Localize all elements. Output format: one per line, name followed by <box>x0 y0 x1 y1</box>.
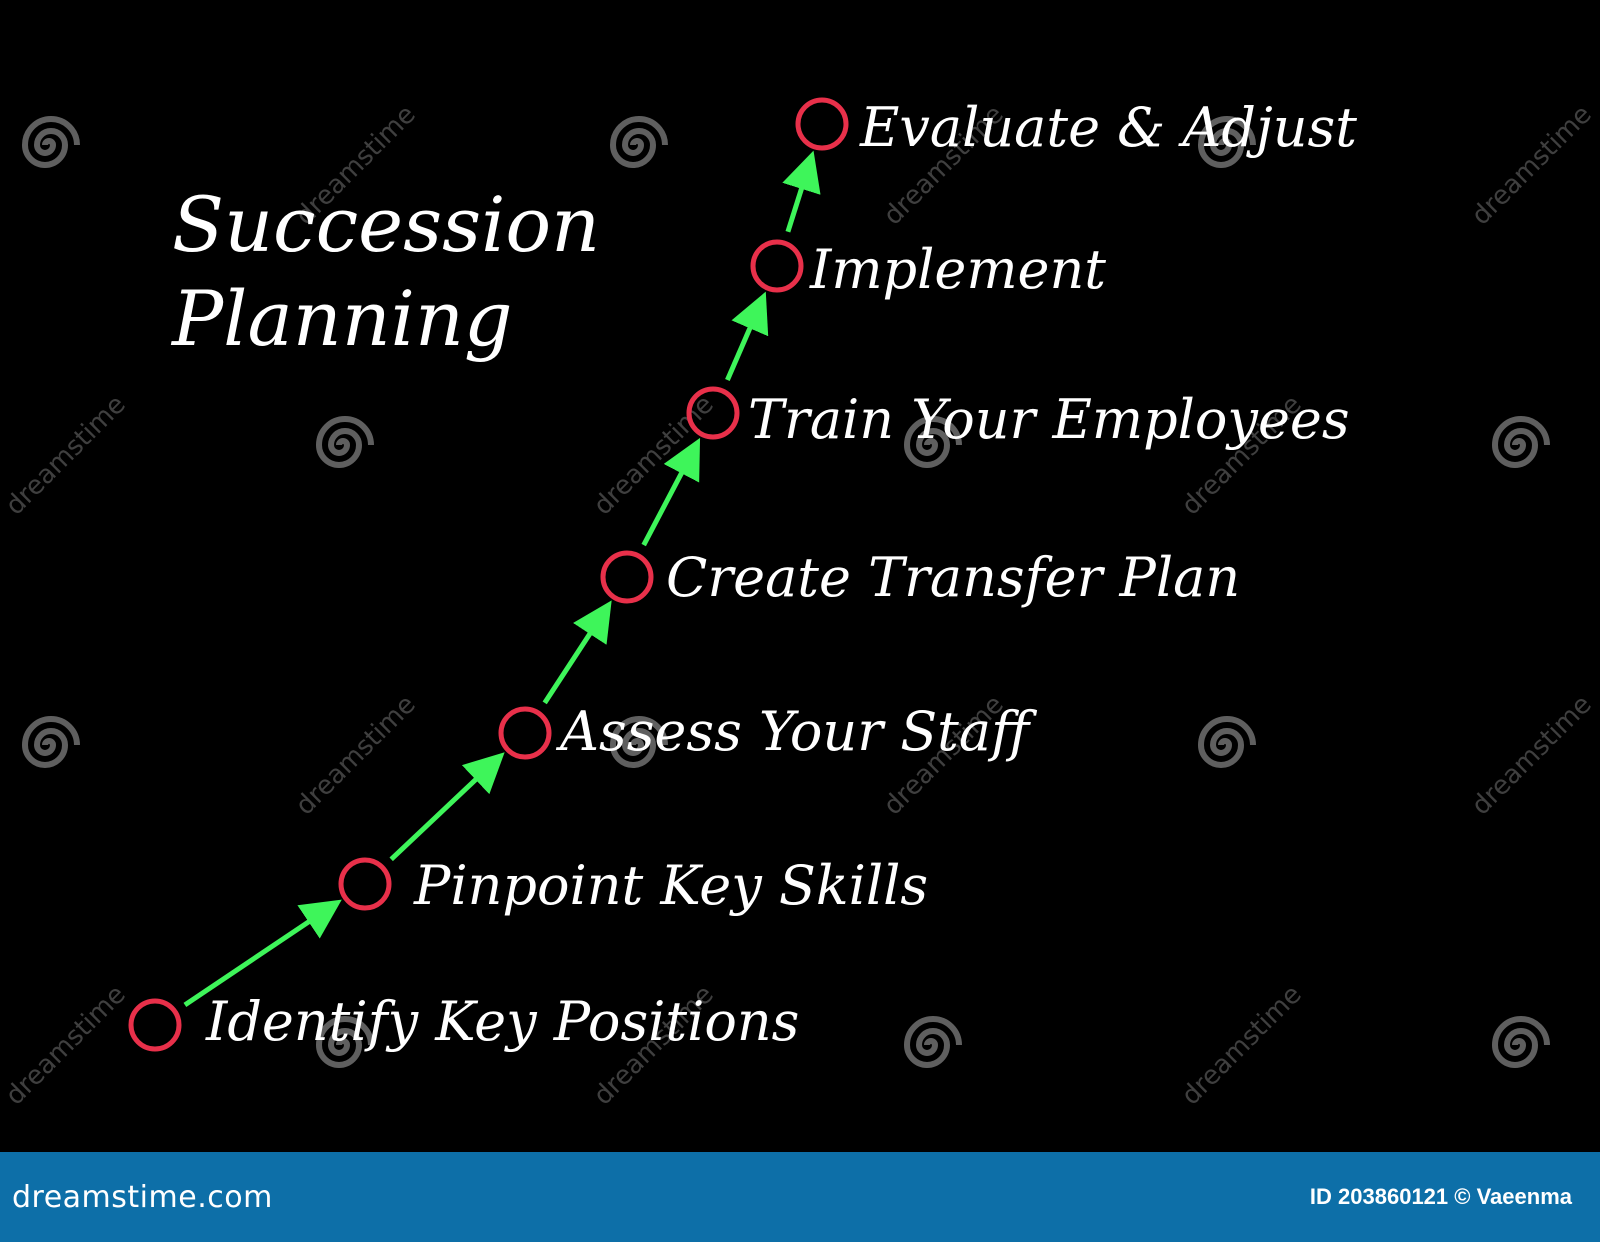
step-label-2: Pinpoint Key Skills <box>414 854 929 917</box>
step-node-6 <box>750 239 804 293</box>
flow-arrow-5 <box>725 291 769 381</box>
step-label-7: Evaluate & Adjust <box>860 96 1357 159</box>
watermark-spiral-icon <box>903 1016 962 1068</box>
footer-brand: dreamstime.com <box>12 1179 273 1215</box>
watermark-spiral-icon <box>315 416 374 468</box>
flow-arrow-1 <box>183 899 342 1007</box>
step-label-4: Create Transfer Plan <box>666 546 1241 609</box>
watermark-spiral-icon <box>21 716 80 768</box>
watermark-spiral-icon <box>21 116 80 168</box>
step-node-1 <box>128 998 182 1052</box>
step-node-5 <box>686 386 740 440</box>
flow-arrow-6 <box>782 150 821 233</box>
flow-diagram <box>128 97 849 1052</box>
flow-arrow-2 <box>389 752 505 862</box>
watermark-spiral-icon <box>1197 116 1256 168</box>
footer-bar: dreamstime.com ID 203860121 © Vaeenma <box>0 1152 1600 1242</box>
step-label-3: Assess Your Staff <box>560 700 1030 763</box>
step-label-1: Identify Key Positions <box>206 990 800 1053</box>
step-node-3 <box>498 706 552 760</box>
watermark-spiral-icon <box>1491 1016 1550 1068</box>
watermark-spiral-icon <box>609 116 668 168</box>
title-line-1: Succession <box>172 180 601 269</box>
title-line-2: Planning <box>172 274 513 363</box>
watermark-spiral-icon <box>609 716 668 768</box>
watermark-spiral-icon <box>315 1016 374 1068</box>
step-node-7 <box>795 97 849 151</box>
watermark-spiral-icon <box>1197 716 1256 768</box>
watermark-spiral-icon <box>903 416 962 468</box>
step-node-2 <box>338 857 392 911</box>
step-node-4 <box>600 550 654 604</box>
step-label-5: Train Your Employees <box>748 388 1350 451</box>
watermark-spiral-icon <box>1491 416 1550 468</box>
flow-arrow-4 <box>641 437 701 547</box>
footer-image-id: ID 203860121 © Vaeenma <box>1309 1184 1572 1209</box>
diagram-title: Succession Planning <box>172 178 600 366</box>
flow-arrow-3 <box>542 600 612 705</box>
step-label-6: Implement <box>810 238 1106 301</box>
